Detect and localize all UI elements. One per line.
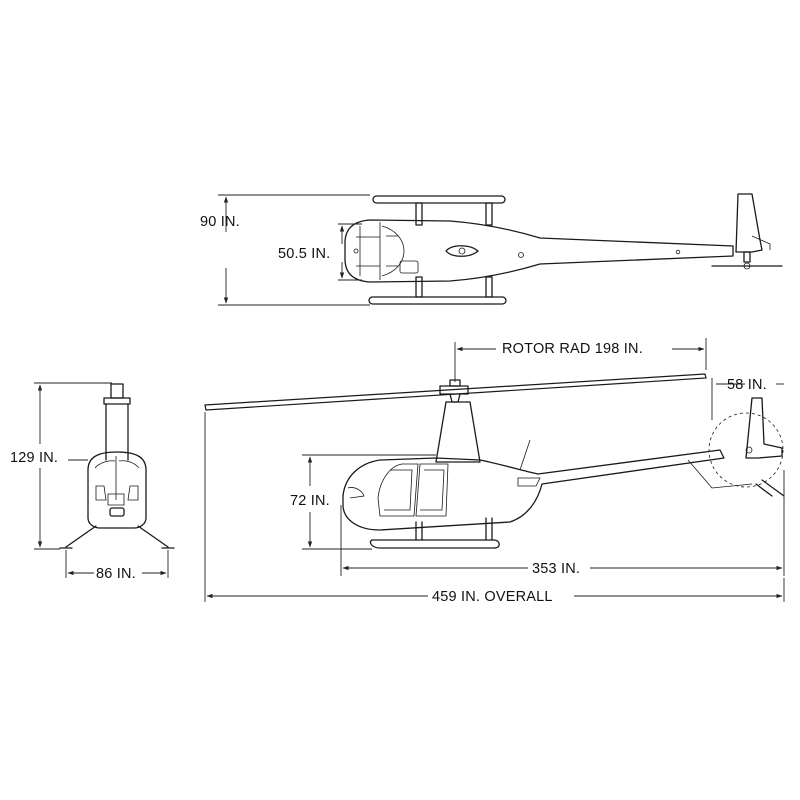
label-front-skid-width: 86 IN. bbox=[96, 566, 136, 582]
label-front-height: 129 IN. bbox=[10, 450, 58, 466]
front-view-mast bbox=[105, 403, 129, 461]
dim-side-height: 72 IN. bbox=[290, 454, 436, 550]
label-rotor-radius: ROTOR RAD 198 IN. bbox=[502, 341, 643, 357]
label-tail-rotor: 58 IN. bbox=[727, 377, 767, 393]
front-view-skids bbox=[65, 525, 169, 548]
dim-rotor-radius: ROTOR RAD 198 IN. bbox=[454, 336, 707, 382]
front-view: 129 IN. 86 IN. bbox=[10, 382, 175, 582]
label-fuselage-length: 353 IN. bbox=[532, 561, 580, 577]
dim-front-height: 129 IN. bbox=[10, 382, 112, 550]
top-view: 90 IN. 50.5 IN. bbox=[200, 193, 783, 306]
label-top-width: 90 IN. bbox=[200, 214, 240, 230]
label-side-height: 72 IN. bbox=[290, 493, 330, 509]
front-view-cabin bbox=[87, 451, 147, 529]
side-view-mast-fairing bbox=[435, 401, 481, 463]
dim-top-cabin-width: 50.5 IN. bbox=[278, 223, 362, 281]
dim-fuselage-length: 353 IN. bbox=[340, 470, 785, 577]
top-view-rotor-hub bbox=[445, 245, 479, 257]
side-view-skids bbox=[369, 539, 500, 549]
side-view-fuselage bbox=[342, 449, 725, 531]
side-view: ROTOR RAD 198 IN. 58 IN. 72 IN. 353 IN. bbox=[204, 336, 785, 605]
side-view-tail-rotor-disc bbox=[708, 412, 784, 488]
dim-top-width: 90 IN. bbox=[200, 194, 370, 306]
label-overall-length: 459 IN. OVERALL bbox=[432, 589, 553, 605]
dim-front-skid-width: 86 IN. bbox=[65, 550, 169, 582]
top-view-vertical-fin bbox=[735, 193, 763, 253]
top-view-fuselage bbox=[344, 219, 734, 283]
top-view-tail-rotor bbox=[743, 251, 751, 263]
label-top-cabin-width: 50.5 IN. bbox=[278, 246, 330, 262]
dim-overall-length: 459 IN. OVERALL bbox=[204, 412, 785, 605]
top-view-skids bbox=[368, 195, 507, 305]
side-view-main-rotor-blade bbox=[204, 373, 707, 411]
side-view-tail-fin bbox=[745, 397, 783, 459]
dim-tail-rotor: 58 IN. bbox=[711, 377, 784, 420]
